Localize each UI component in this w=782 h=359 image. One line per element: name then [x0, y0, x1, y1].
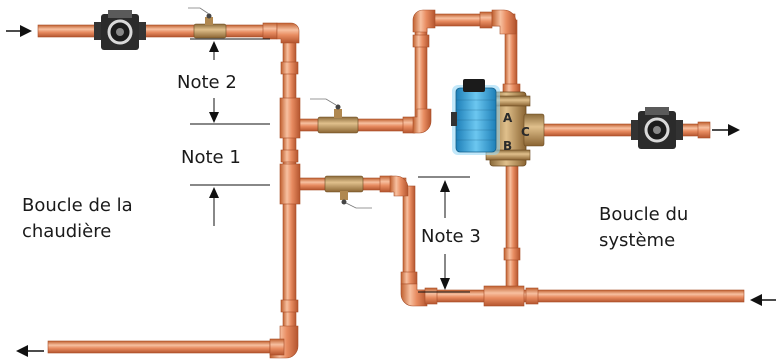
tee-lower: [279, 163, 301, 205]
ball-valve-icon: [188, 7, 227, 39]
note-2-label: Note 2: [177, 72, 237, 93]
boiler-loop-label-line2: chaudière: [22, 221, 111, 242]
arrow-right-icon: [712, 124, 740, 136]
elbow-lower-return: [400, 283, 428, 307]
fitting-riser-coupling-1: [280, 61, 299, 75]
pipe-valve-b-drop: [505, 149, 519, 296]
arrow-left-icon: [16, 345, 44, 357]
flow-arrows: [6, 25, 776, 357]
tee-return: [483, 285, 525, 307]
fitting-riser-coupling-2: [280, 149, 299, 163]
ball-valve-icon: [310, 98, 359, 134]
fitting-bottom-coupling: [269, 338, 285, 356]
fitting-top-coupling: [479, 11, 493, 29]
ball-valve-icon: [324, 175, 372, 209]
fitting-riser-coupling-3: [280, 299, 299, 313]
tee-upper: [279, 97, 301, 139]
elbow-top-cross-right: [491, 9, 517, 35]
fitting-upper-riser-coupling: [412, 34, 430, 48]
arrow-right-icon: [6, 25, 32, 37]
elbow-top-cross-left: [412, 9, 436, 33]
fitting-return-coupling: [424, 287, 438, 305]
valve-port-b: B: [503, 139, 512, 153]
elbow-top-left: [276, 22, 300, 44]
system-loop-label-line1: Boucle du: [599, 204, 688, 225]
pipe-boiler-return-bottom: [47, 340, 295, 354]
pipe-boiler-supply-top: [37, 24, 297, 38]
fitting-outlet-coupling-2: [697, 121, 711, 139]
fitting-lower-drop-coupling: [400, 271, 418, 285]
arrow-left-icon: [750, 294, 776, 306]
valve-port-c: C: [521, 125, 530, 139]
valve-actuator-icon: [451, 79, 500, 155]
note-1-label: Note 1: [181, 147, 241, 168]
boiler-loop-label-line1: Boucle de la: [22, 195, 133, 216]
dimension-lines: [190, 38, 470, 293]
fitting-coupling: [262, 22, 278, 40]
pump-icon: [631, 107, 683, 149]
elbow-upper-branch: [412, 108, 432, 134]
note-3-label: Note 3: [421, 226, 481, 247]
fitting-return-coupling-2: [525, 287, 539, 305]
system-loop-label-line2: système: [599, 230, 675, 251]
fitting-valve-b-coupling: [503, 247, 521, 261]
valve-port-a: A: [503, 111, 513, 125]
elbow-lower-branch: [389, 175, 409, 197]
pump-icon: [94, 10, 146, 50]
